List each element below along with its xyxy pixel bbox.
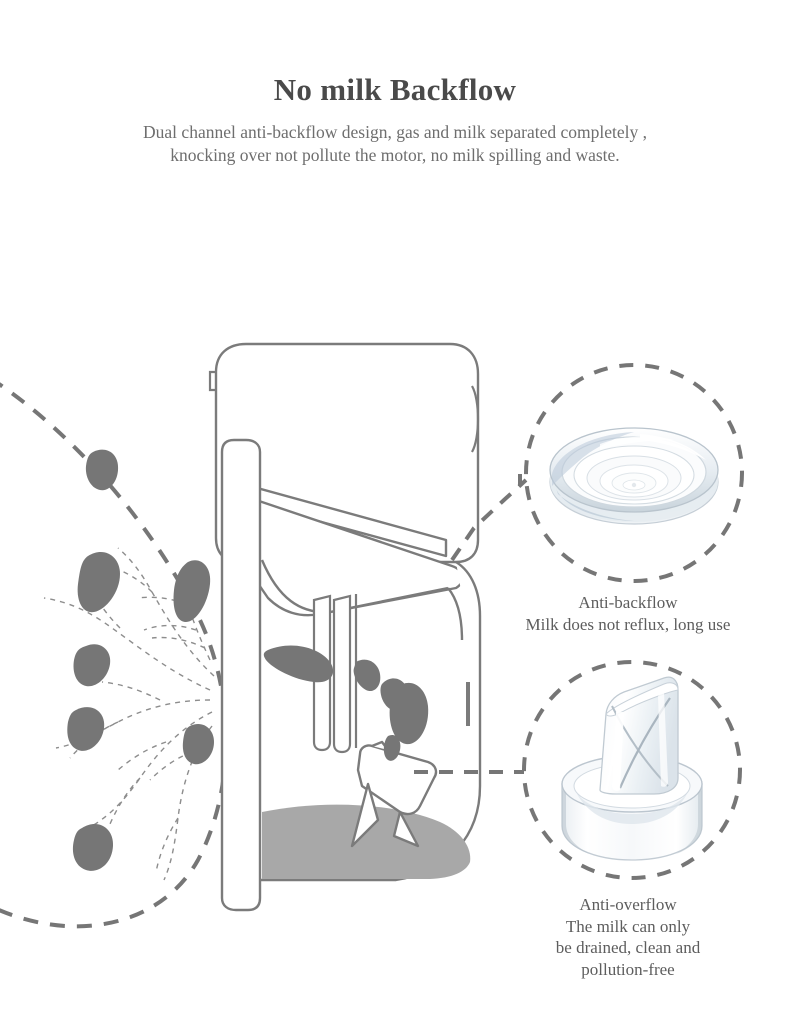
feature-desc-anti-overflow-1: The milk can only xyxy=(565,916,691,936)
collected-milk-pool xyxy=(262,804,471,879)
duckbill-valve-in-body xyxy=(350,740,438,848)
milk-droplets xyxy=(67,449,214,871)
feature-title-anti-backflow: Anti-backflow xyxy=(578,593,678,612)
feature-desc-anti-overflow-3: pollution-free xyxy=(581,959,675,979)
leader-line-top xyxy=(450,474,528,562)
duckbill-valve-icon xyxy=(561,676,703,861)
dashed-circle-top xyxy=(524,363,744,583)
subtitle-line-1: Dual channel anti-backflow design, gas a… xyxy=(143,121,647,142)
feature-desc-anti-backflow-1: Milk does not reflux, long use xyxy=(525,614,731,634)
page-title: No milk Backflow xyxy=(273,72,517,107)
feature-circle-anti-backflow xyxy=(524,363,744,583)
power-button xyxy=(471,385,480,453)
subtitle-line-2: knocking over not pollute the motor, no … xyxy=(170,145,620,166)
milk-duct-network xyxy=(43,547,215,881)
page-subtitle: Dual channel anti-backflow design, gas a… xyxy=(0,108,790,168)
flange-assembly xyxy=(234,470,482,700)
feature-desc-anti-overflow-2: be drained, clean and xyxy=(555,938,701,958)
housing-left-notch xyxy=(208,370,216,392)
feature-title-anti-overflow: Anti-overflow xyxy=(579,895,677,914)
caption-anti-backflow: Anti-backflow Milk does not reflux, long… xyxy=(458,592,790,635)
silicone-diaphragm-disc-icon xyxy=(549,427,719,525)
header: No milk Backflow Dual channel anti-backf… xyxy=(0,0,790,168)
valve-flow-droplets xyxy=(263,645,429,761)
feature-circle-anti-overflow xyxy=(522,660,742,880)
caption-anti-overflow: Anti-overflow The milk can only be drain… xyxy=(458,894,790,980)
dashed-circle-bottom xyxy=(522,660,742,880)
